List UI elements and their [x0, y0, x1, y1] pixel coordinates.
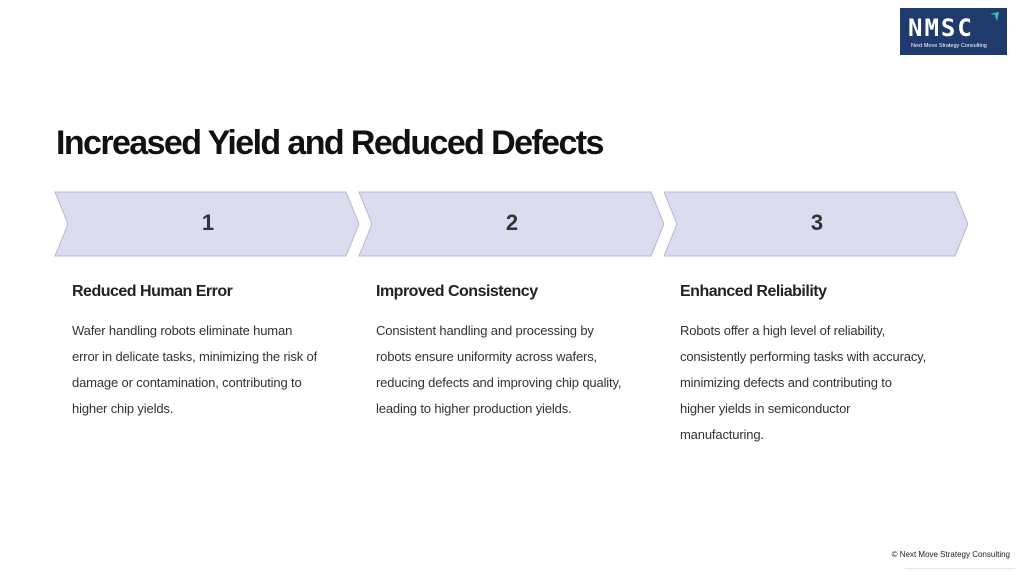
- step-1-number: 1: [201, 210, 215, 235]
- step-3-column: Enhanced Reliability Robots offer a high…: [680, 280, 970, 448]
- step-3-line: manufacturing.: [680, 427, 764, 442]
- step-2-line: Consistent handling and processing by: [376, 323, 594, 338]
- step-3-line: minimizing defects and contributing to: [680, 375, 892, 390]
- step-3-line: consistently performing tasks with accur…: [680, 349, 927, 364]
- step-2-description: Consistent handling and processing by ro…: [376, 318, 666, 422]
- step-2-line: reducing defects and improving chip qual…: [376, 375, 622, 390]
- footer-divider: [905, 568, 1015, 569]
- step-2-line: leading to higher production yields.: [376, 401, 572, 416]
- step-2-column: Improved Consistency Consistent handling…: [376, 280, 666, 422]
- company-logo: NMSC Next Move Strategy Consulting: [900, 8, 1007, 55]
- step-1-description: Wafer handling robots eliminate human er…: [72, 318, 362, 422]
- step-1-heading: Reduced Human Error: [72, 283, 233, 300]
- step-3-heading: Enhanced Reliability: [680, 283, 827, 300]
- step-3-number: 3: [810, 210, 824, 235]
- step-3-line: higher yields in semiconductor: [680, 401, 851, 416]
- copyright-footer: © Next Move Strategy Consulting: [891, 550, 1010, 559]
- logo-wordmark: NMSC: [908, 14, 974, 42]
- step-2-heading: Improved Consistency: [376, 283, 538, 300]
- step-3-line: Robots offer a high level of reliability…: [680, 323, 886, 338]
- step-1-line: higher chip yields.: [72, 401, 174, 416]
- step-3-description: Robots offer a high level of reliability…: [680, 318, 970, 448]
- step-2-line: robots ensure uniformity across wafers,: [376, 349, 598, 364]
- step-1-chevron: [54, 191, 360, 257]
- step-1-line: error in delicate tasks, minimizing the …: [72, 349, 318, 364]
- step-1-line: damage or contamination, contributing to: [72, 375, 302, 390]
- page-title: Increased Yield and Reduced Defects: [56, 124, 604, 162]
- step-1-line: Wafer handling robots eliminate human: [72, 323, 293, 338]
- step-2-chevron: [358, 191, 665, 257]
- step-3-chevron: [663, 191, 969, 257]
- step-2-number: 2: [505, 210, 519, 235]
- step-1-column: Reduced Human Error Wafer handling robot…: [72, 280, 362, 422]
- logo-arrow-icon: [980, 12, 999, 29]
- logo-subtitle: Next Move Strategy Consulting: [911, 43, 987, 49]
